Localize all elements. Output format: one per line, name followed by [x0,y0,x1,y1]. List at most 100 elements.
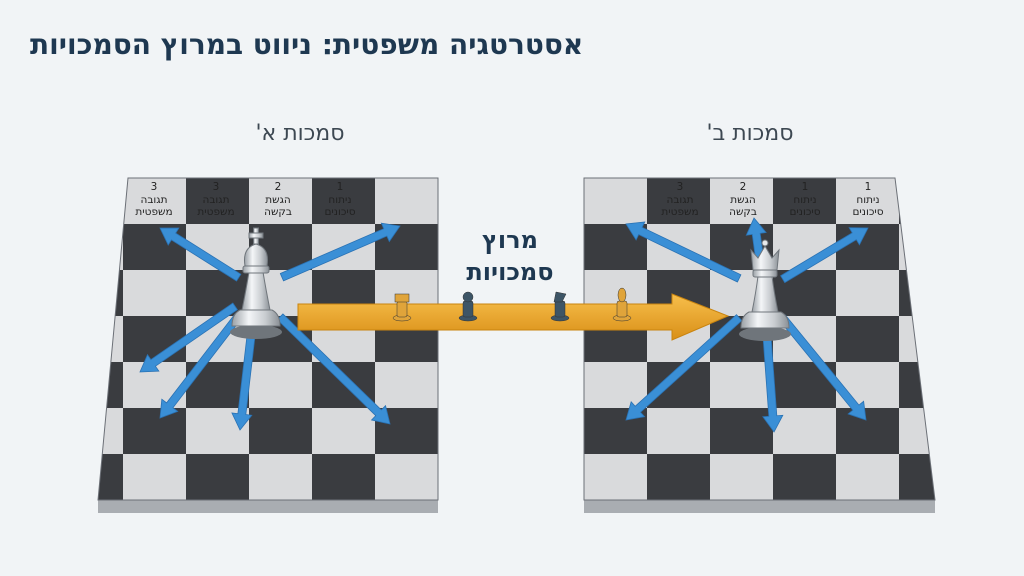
board-a-square [249,408,313,455]
board-b-header-number: 3 [677,181,684,193]
move-arrow-b [625,221,742,283]
board-b-square [899,224,935,271]
board-b-square [710,408,774,455]
board-a-square [249,362,313,409]
move-arrow-a [276,313,391,425]
board-b-square [899,362,935,409]
board-a-header-text: סיכונים [324,206,355,218]
board-b-square [584,178,648,225]
board-a-move-arrows [139,222,401,431]
board-a-square [375,178,438,225]
board-b-square [836,316,900,363]
move-arrow-b [625,314,743,421]
page-title: אסטרטגיה משפטית: ניווט במרוץ הסמכויות [30,28,584,61]
board-a-square [98,362,124,409]
board-b-square [647,178,711,225]
board-b-square [584,362,648,409]
board-a-square [438,408,502,455]
board-a-header-text: משפטית [135,206,172,218]
pawn-icon [458,291,478,322]
board-b-header-text: הגשת [730,194,756,206]
board-b-outline [583,177,936,501]
board-b-square [836,224,900,271]
board-b-square [710,178,774,225]
move-arrow-a [159,312,243,419]
rook-icon [392,293,412,322]
board-a-header-row: 3תגובהמשפטית3תגובהמשפטית2הגשתבקשה1ניתוחס… [135,181,355,218]
bishop-icon [612,287,632,322]
board-a-square [249,178,313,225]
board-a-square [98,454,124,500]
board-b-square [647,408,711,455]
board-b-header-text: משפטית [661,206,698,218]
board-a-square [186,454,250,500]
board-b-header-text: סיכונים [789,206,820,218]
board-a-header-text: תגובה [202,194,229,206]
board-a-square [98,270,124,317]
board-b-square [836,270,900,317]
knight-icon [550,291,570,322]
board-b-square [899,454,935,500]
board-b-side [584,500,935,513]
move-arrow-a [159,227,242,282]
board-a-square [123,178,187,225]
move-arrow-b [780,227,869,284]
board-jurisdiction-b [583,177,936,513]
board-b-header-number: 2 [740,181,747,193]
board-b-header-number: 1 [865,181,872,193]
board-a-square [312,454,376,500]
board-b-header-row: 3תגובהמשפטית2הגשתבקשה1ניתוחסיכונים1ניתוח… [661,181,883,218]
board-b-header-text: ניתוח [793,194,816,206]
board-a-side [98,500,438,513]
board-a-square [438,178,502,225]
board-a-square [98,316,124,363]
board-a-square [375,362,438,409]
board-b-square [899,270,935,317]
board-b-square [899,316,935,363]
move-arrow-a [279,222,401,282]
board-b-square [836,178,900,225]
board-a-square [249,454,313,500]
board-a-square [98,224,124,271]
board-a-square [438,454,502,501]
board-b-square [584,454,648,500]
board-a-square [123,454,187,500]
board-b-header-number: 1 [802,181,809,193]
board-a-header-text: בקשה [264,206,292,218]
board-a-square [375,454,438,500]
board-a-header-number: 3 [213,181,220,193]
board-a-label: סמכות א' [255,121,345,146]
board-b-square [773,454,837,500]
board-a-header-text: תגובה [140,194,167,206]
board-a-square [123,316,187,363]
move-arrow-b [778,314,867,421]
queen-piece-b-icon [739,239,791,341]
board-b-square [710,362,774,409]
board-b-square [836,408,900,455]
board-a-square [123,270,187,317]
corridor-label: מרוץ סמכויות [466,226,554,286]
move-arrow-a [139,302,238,373]
board-b-square [899,408,935,455]
board-b-header-text: ניתוח [856,194,879,206]
board-b-square [710,454,774,500]
board-b-square [647,454,711,500]
board-b-header-text: בקשה [729,206,757,218]
board-a-header-number: 3 [151,181,158,193]
king-piece-a-icon [230,227,282,339]
board-b-label: סמכות ב' [706,121,794,146]
board-b-header-text: תגובה [666,194,693,206]
board-a-square [98,408,124,455]
board-a-square [312,178,376,225]
board-a-header-text: ניתוח [328,194,351,206]
board-jurisdiction-a [97,177,502,513]
